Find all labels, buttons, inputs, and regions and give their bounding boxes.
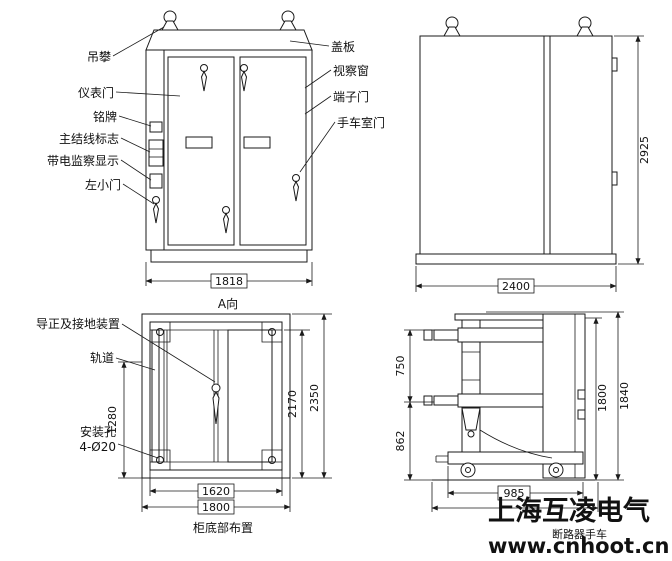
live-display-plate xyxy=(149,173,163,189)
dim-side-height: 2925 xyxy=(638,136,651,164)
instrument-door xyxy=(167,56,235,246)
nameplate-plate xyxy=(149,121,163,133)
dim-front-width: 1818 xyxy=(215,275,243,288)
label-left-small-door: 左小门 xyxy=(85,177,121,192)
dim-outer-depth: 2350 xyxy=(308,384,321,412)
bottom-layout-view: A向 导正及接地装置 轨道 安装孔 4-Ø20 xyxy=(36,296,332,535)
mounting-hole xyxy=(156,456,164,464)
dim-side-depth: 2400 xyxy=(502,280,530,293)
handcart-view: 750 862 1800 1840 985 xyxy=(394,311,631,512)
foot-pedal xyxy=(435,455,448,463)
inspection-window-left xyxy=(185,136,213,149)
label-cover-plate: 盖板 xyxy=(331,40,355,54)
watermark-caption: 断路器手车 xyxy=(552,527,607,541)
label-inspection-window: 视察窗 xyxy=(333,63,369,78)
dim-rail-length: 1280 xyxy=(106,406,119,434)
upper-terminal xyxy=(423,329,433,341)
label-mounting-hole-1: 安装孔 xyxy=(80,424,116,439)
top-rail xyxy=(454,313,544,321)
view-direction-label: A向 xyxy=(218,296,238,311)
cover-plate xyxy=(145,29,313,51)
upper-bushing-arm xyxy=(457,327,544,343)
label-live-display: 带电监察显示 xyxy=(47,154,119,168)
side-body xyxy=(419,35,613,255)
side-view: 2925 2400 xyxy=(415,16,651,294)
panel-knob xyxy=(577,389,586,400)
hinge xyxy=(611,57,618,72)
guide-device xyxy=(211,383,221,393)
label-guide-ground-device: 导正及接地装置 xyxy=(36,316,120,331)
bottom-view-title: 柜底部布置 xyxy=(193,520,253,535)
cabinet-body xyxy=(145,49,313,251)
label-handcart-room-door: 手车室门 xyxy=(337,115,385,130)
label-mounting-hole-2: 4-Ø20 xyxy=(79,440,116,454)
cabinet-base xyxy=(150,249,308,263)
inspection-window-right xyxy=(243,136,271,149)
watermark: 断路器手车 上海互凌电气 www.cnhoot.cn xyxy=(488,496,669,558)
bottom-inner-frame xyxy=(149,321,283,471)
dim-outer-width: 1800 xyxy=(202,501,230,514)
label-nameplate: 铭牌 xyxy=(93,109,117,124)
lower-bushing-arm xyxy=(457,393,544,408)
label-lifting-lug: 吊攀 xyxy=(87,50,111,64)
side-base xyxy=(415,253,617,265)
watermark-brand: 上海互凌电气 xyxy=(488,496,650,527)
bell-insulator xyxy=(461,407,481,431)
lower-bushing-cap xyxy=(433,395,459,406)
dim-lower-height: 862 xyxy=(394,431,407,452)
terminal-door xyxy=(239,56,307,246)
dim-outer-height: 1840 xyxy=(618,382,631,410)
wheel xyxy=(460,462,476,478)
watermark-url-link[interactable]: www.cnhoot.cn xyxy=(488,534,669,558)
label-main-wiring-mark: 主结线标志 xyxy=(59,132,119,146)
label-rail: 轨道 xyxy=(90,351,114,365)
label-instrument-door: 仪表门 xyxy=(78,85,114,100)
wheel xyxy=(548,462,564,478)
lifting-lug-right-icon xyxy=(279,10,297,31)
mounting-hole xyxy=(156,328,164,336)
dim-inner-width: 1620 xyxy=(202,485,230,498)
dim-inner-height: 1800 xyxy=(596,384,609,412)
lower-terminal xyxy=(423,395,433,406)
lifting-lug-icon xyxy=(576,16,594,37)
trolley-platform xyxy=(447,451,584,465)
dim-base-width: 985 xyxy=(504,487,525,500)
dim-inner-depth: 2170 xyxy=(286,390,299,418)
lifting-lug-icon xyxy=(443,16,461,37)
dim-upper-height: 750 xyxy=(394,356,407,377)
lifting-lug-left-icon xyxy=(161,10,179,31)
front-view: 吊攀 仪表门 铭牌 主结线标志 带电监察显示 左小门 盖板 视察窗 端子门 手车… xyxy=(47,10,385,289)
right-channel xyxy=(227,329,273,463)
upper-bushing-cap xyxy=(433,329,459,341)
cable xyxy=(479,429,553,459)
hinge xyxy=(611,171,618,186)
main-wiring-mark-plate xyxy=(148,139,164,167)
panel-knob xyxy=(577,409,586,420)
label-terminal-door: 端子门 xyxy=(333,89,369,104)
